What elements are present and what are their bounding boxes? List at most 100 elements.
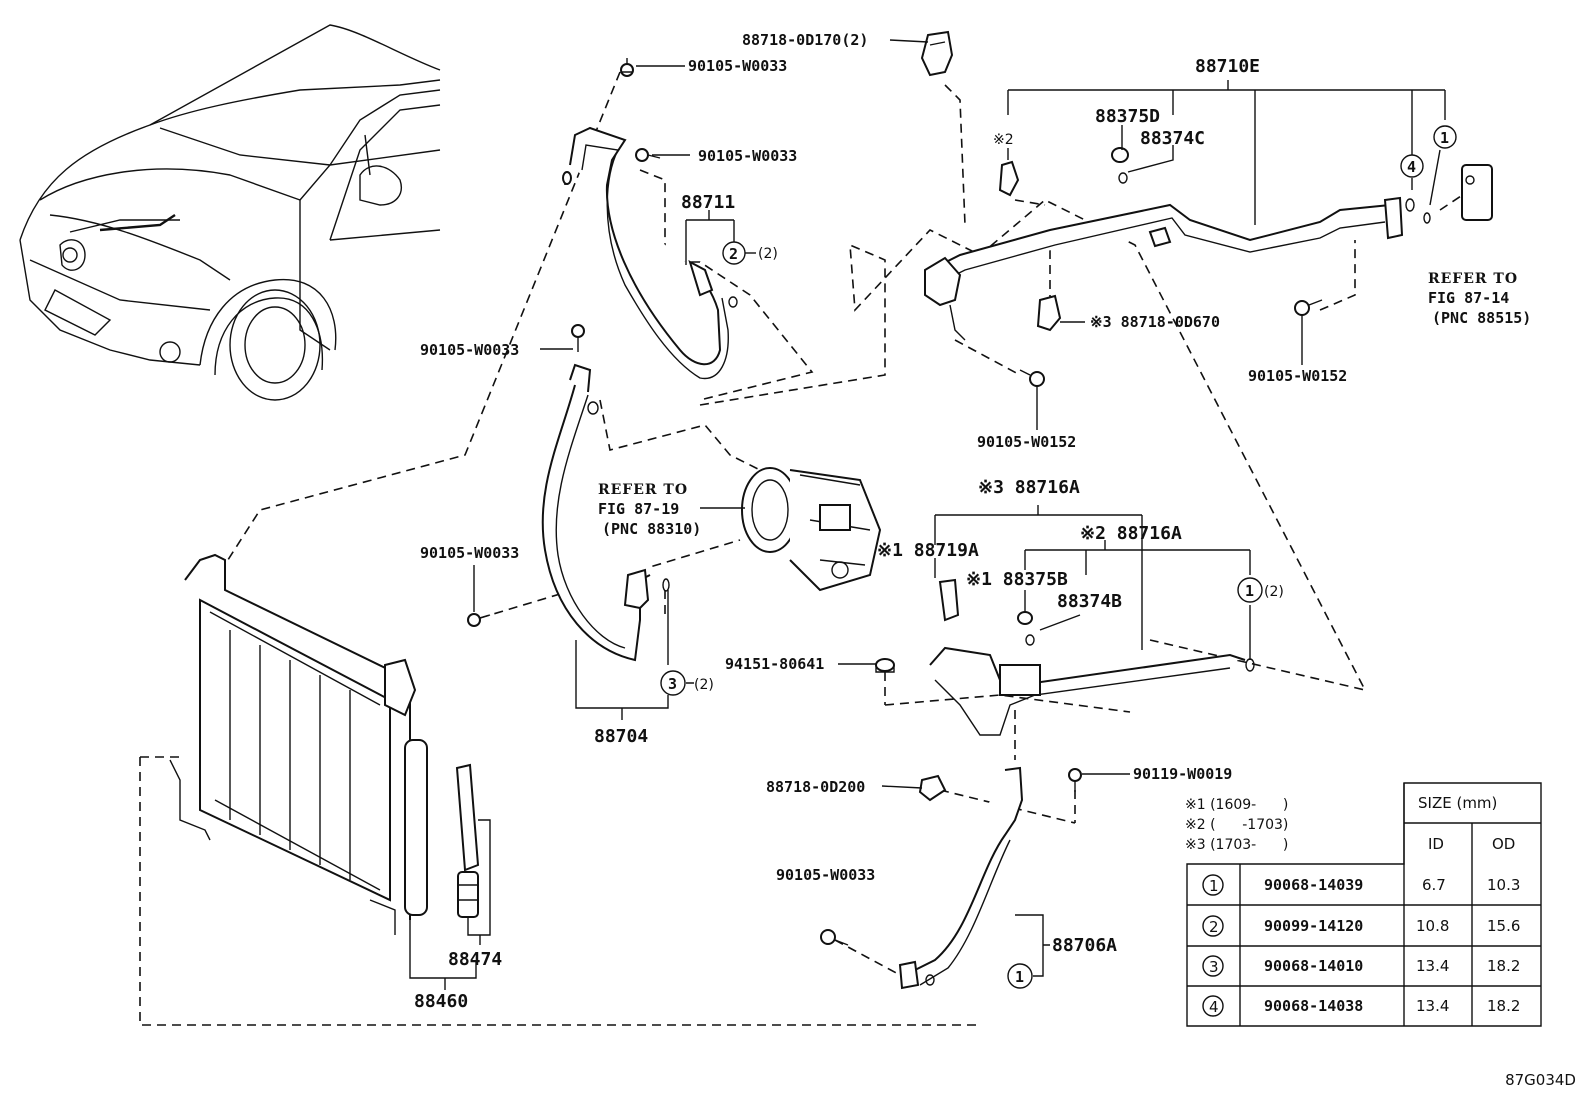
label-88460: 88460 bbox=[414, 991, 468, 1012]
bolt-90105-w0152-right bbox=[1294, 299, 1323, 316]
label-90105-w0152-right: 90105-W0152 bbox=[1248, 367, 1347, 385]
bolt-90105-w0033-center bbox=[571, 324, 585, 352]
svg-text:15.6: 15.6 bbox=[1487, 917, 1520, 935]
label-88374b: 88374B bbox=[1057, 591, 1122, 612]
svg-text:90099-14120: 90099-14120 bbox=[1264, 917, 1363, 935]
svg-text:6.7: 6.7 bbox=[1422, 876, 1446, 894]
bolt-90119-w0019 bbox=[1068, 768, 1082, 792]
diagram-code: 87G034D bbox=[1505, 1071, 1576, 1089]
label-88704: 88704 bbox=[594, 726, 648, 747]
label-88718-0d670: ※3 88718-0D670 bbox=[1090, 313, 1220, 331]
legend-note-1: ※1 (1609- ) bbox=[1185, 797, 1288, 813]
label-leaders bbox=[409, 39, 1446, 990]
legend-note-3: ※3 (1703- ) bbox=[1185, 837, 1288, 853]
label-90105-w0033-center: 90105-W0033 bbox=[420, 341, 519, 359]
svg-text:13.4: 13.4 bbox=[1416, 957, 1449, 975]
oring-size-table: SIZE (mm) ID OD 1 90068-14039 6.7 10.3 2… bbox=[1186, 782, 1542, 1027]
table-row: 2 90099-14120 10.8 15.6 bbox=[1202, 915, 1520, 937]
label-94151-80641: 94151-80641 bbox=[725, 655, 824, 673]
bolt-90105-w0033-top bbox=[620, 58, 634, 77]
label-90119-w0019: 90119-W0019 bbox=[1133, 765, 1232, 783]
table-row: 3 90068-14010 13.4 18.2 bbox=[1202, 955, 1520, 977]
bolt-90105-w0152-center bbox=[1019, 369, 1045, 387]
svg-text:90068-14039: 90068-14039 bbox=[1264, 876, 1363, 894]
label-88716a-mark2: ※2 88716A bbox=[1080, 523, 1182, 544]
condenser-88460 bbox=[169, 553, 428, 935]
legend-note-2: ※2 ( -1703) bbox=[1185, 817, 1288, 833]
label-qty-mark3: (2) bbox=[694, 677, 714, 693]
label-90105-w0033-mid: 90105-W0033 bbox=[698, 147, 797, 165]
label-mark2-top: ※2 bbox=[993, 132, 1014, 148]
label-90105-w0152-center: 90105-W0152 bbox=[977, 433, 1076, 451]
label-88474: 88474 bbox=[448, 949, 502, 970]
svg-text:13.4: 13.4 bbox=[1416, 997, 1449, 1015]
svg-text:2: 2 bbox=[1209, 918, 1219, 936]
receiver-88474 bbox=[455, 763, 480, 918]
svg-text:4: 4 bbox=[1407, 158, 1416, 176]
clamp-88718-0d670 bbox=[1036, 294, 1062, 332]
expansion-valve bbox=[1405, 164, 1493, 224]
label-refer-87-19-line2: FIG 87-19 bbox=[598, 500, 679, 518]
mark-circle-2: 2 bbox=[722, 241, 746, 265]
clamp-mark2-top bbox=[998, 160, 1020, 197]
label-88710e: 88710E bbox=[1195, 56, 1260, 77]
mark-circle-1-mid: 1 bbox=[1237, 577, 1263, 603]
label-refer-87-14-line3: (PNC 88515) bbox=[1432, 309, 1531, 327]
mark-circle-1-bottom: 1 bbox=[1007, 963, 1033, 989]
pipe-88710e bbox=[924, 147, 1404, 341]
bolt-90105-w0033-bottom bbox=[820, 929, 849, 946]
label-88718-0d200: 88718-0D200 bbox=[766, 778, 865, 796]
dashed-leaders bbox=[139, 71, 1471, 1026]
svg-text:18.2: 18.2 bbox=[1487, 957, 1520, 975]
labels: 88718-0D170(2) 90105-W0033 90105-W0033 8… bbox=[414, 31, 1531, 1012]
label-88716a-mark3: ※3 88716A bbox=[978, 477, 1080, 498]
svg-text:3: 3 bbox=[668, 675, 677, 693]
svg-text:1: 1 bbox=[1440, 129, 1449, 147]
svg-text:1: 1 bbox=[1245, 582, 1254, 600]
svg-text:2: 2 bbox=[729, 245, 738, 263]
label-88719a: ※1 88719A bbox=[877, 540, 979, 561]
label-90105-w0033-top: 90105-W0033 bbox=[688, 57, 787, 75]
svg-text:1: 1 bbox=[1209, 877, 1219, 895]
table-row: 1 90068-14039 6.7 10.3 bbox=[1202, 874, 1520, 896]
table-size-header: SIZE (mm) bbox=[1418, 794, 1497, 812]
pipe-88716a bbox=[929, 578, 1255, 736]
label-qty-mark1: (2) bbox=[1264, 584, 1284, 600]
table-col-od: OD bbox=[1492, 835, 1515, 853]
table-row: 4 90068-14038 13.4 18.2 bbox=[1202, 995, 1520, 1017]
label-refer-87-14-line1: REFER TO bbox=[1428, 271, 1518, 287]
svg-text:4: 4 bbox=[1209, 998, 1219, 1016]
svg-text:3: 3 bbox=[1209, 958, 1219, 976]
mark-circle-1-top: 1 bbox=[1433, 125, 1457, 149]
vehicle-outline bbox=[19, 24, 441, 401]
label-90105-w0033-bottom: 90105-W0033 bbox=[776, 866, 875, 884]
hose-88711 bbox=[562, 126, 738, 380]
mark-circle-4: 4 bbox=[1400, 154, 1424, 178]
table-col-id: ID bbox=[1428, 835, 1444, 853]
svg-text:90068-14038: 90068-14038 bbox=[1264, 997, 1363, 1015]
label-90105-w0033-left: 90105-W0033 bbox=[420, 544, 519, 562]
clamp-88718-0d170 bbox=[920, 30, 954, 77]
svg-text:10.3: 10.3 bbox=[1487, 876, 1520, 894]
label-88375b: ※1 88375B bbox=[966, 569, 1068, 590]
label-88374c: 88374C bbox=[1140, 128, 1205, 149]
label-refer-87-19-line1: REFER TO bbox=[598, 482, 688, 498]
bolt-90105-w0033-left bbox=[467, 613, 491, 627]
clamp-88718-0d200 bbox=[918, 774, 947, 802]
mark-circle-3: 3 bbox=[660, 670, 686, 696]
svg-text:10.8: 10.8 bbox=[1416, 917, 1449, 935]
svg-text:1: 1 bbox=[1015, 968, 1024, 986]
svg-text:18.2: 18.2 bbox=[1487, 997, 1520, 1015]
label-refer-87-14-line2: FIG 87-14 bbox=[1428, 289, 1509, 307]
label-88711: 88711 bbox=[681, 192, 735, 213]
label-88706a: 88706A bbox=[1052, 935, 1117, 956]
legend-notes: ※1 (1609- ) ※2 ( -1703) ※3 (1703- ) bbox=[1185, 797, 1288, 853]
bolt-90105-w0033-mid bbox=[635, 148, 661, 162]
label-refer-87-19-line3: (PNC 88310) bbox=[602, 520, 701, 538]
svg-text:90068-14010: 90068-14010 bbox=[1264, 957, 1363, 975]
hose-88706a bbox=[898, 766, 1024, 990]
label-qty-88711: (2) bbox=[758, 246, 778, 262]
hose-88704 bbox=[541, 363, 670, 662]
compressor bbox=[741, 467, 882, 592]
